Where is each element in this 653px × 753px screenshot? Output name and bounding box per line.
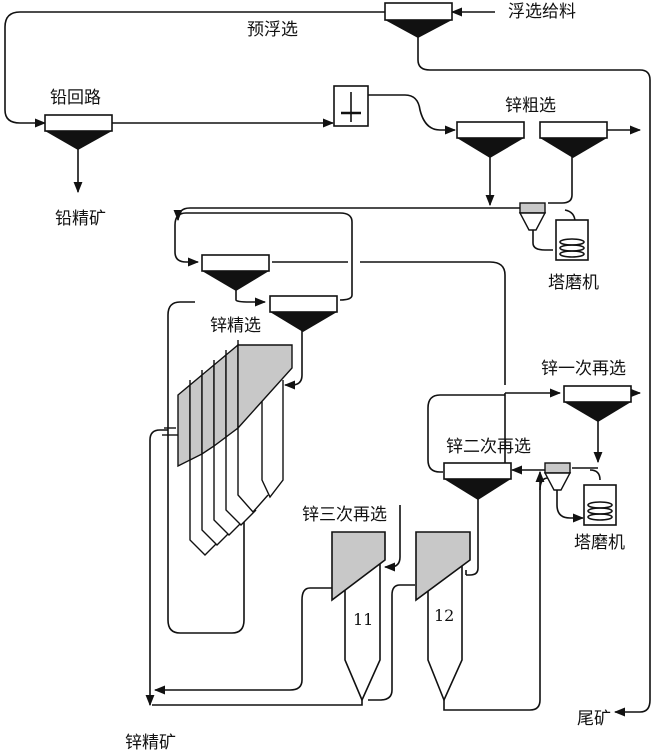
mill2-return-line [589,469,601,481]
cleaner-column-loop-line [167,301,245,634]
column12-return-line [539,477,549,491]
zinc-recleaner2-label: 锌二次再选 [446,437,531,457]
column11-underflow-line [152,700,363,706]
cleaner-conc-line [283,330,303,390]
zinc-rougher-label: 锌粗选 [505,96,556,116]
zinc-recleaner3-label: 锌三次再选 [302,505,387,525]
to-column11-line [383,505,401,572]
pre-flotation-label: 预浮选 [247,20,298,40]
lead-circuit-cell [44,114,113,150]
cleaner1-to-cleaner2-line [235,290,267,307]
zinc-recleaner1-label: 锌一次再选 [541,359,626,379]
rougher-conc-line-2 [548,155,573,204]
zinc-cleaner-label: 锌精选 [210,316,261,336]
pre-flotation-cell [384,2,453,38]
cleaner-column-group [162,340,293,556]
cleaner-feed-line [173,207,520,222]
cleaner-loop-line [174,212,353,267]
column-12 [415,531,471,703]
zinc-concentrate-label: 锌精矿 [125,733,176,753]
column-11-label: 11 [353,610,374,629]
feed-label: 浮选给料 [508,2,576,22]
recleaner1-cell [563,385,632,422]
cyclone-to-mill-line [532,230,553,251]
zinc-cleaner-cells [201,254,338,332]
tailings-label: 尾矿 [577,709,611,729]
conditioner-to-rougher-line [368,94,457,135]
lead-circuit-label: 铅回路 [50,88,101,108]
column-12-label: 12 [434,606,455,625]
cyclone-2 [543,462,572,491]
tower-mill-2-label: 塔磨机 [574,533,625,553]
pre-flotation-tails-line [417,35,651,717]
cleaner-tails-to-recleaner-line [360,261,506,385]
column-11 [331,531,386,702]
tower-mill-2 [583,484,617,526]
cyclone-to-mill2-line [556,485,585,523]
recleaner2-conc-line [466,498,479,576]
recleaner2-return-line [427,394,505,473]
tower-mill-1 [555,219,589,261]
lead-concentrate-label: 铅精矿 [55,209,106,229]
column11-froth-line [153,587,332,695]
recleaner2-cell [443,462,512,500]
zinc-rougher-cells [456,121,608,158]
zinc-concentrate-line [145,429,168,707]
column12-froth-line [368,584,415,701]
conditioner-tank [333,85,369,127]
column12-underflow-line [443,470,545,711]
pre-to-lead-line [4,11,385,128]
cyclone-1 [518,202,547,231]
cleaner-loop-right [339,222,353,301]
tower-mill-1-label: 塔磨机 [548,273,599,293]
